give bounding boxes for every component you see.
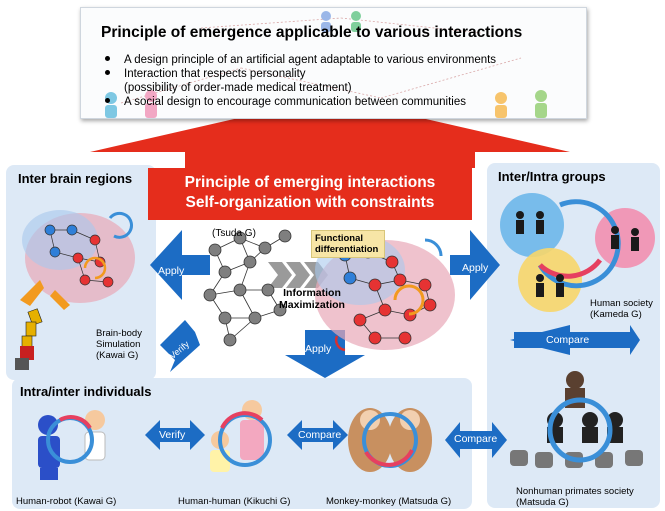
brain-caption-line: Simulation — [96, 339, 141, 350]
bullet-dot — [105, 56, 110, 61]
principle-box: Principle of emerging interactions Self-… — [148, 168, 472, 220]
groups-caption: Human society (Kameda G) — [590, 298, 653, 320]
red-up-arrow — [90, 97, 570, 168]
apply-arrow-right — [450, 230, 500, 300]
bullet-text: A social design to encourage communicati… — [124, 96, 466, 108]
human-robot-caption: Human-robot (Kawai G) — [16, 496, 117, 507]
bullet-text: A design principle of an artificial agen… — [124, 54, 497, 66]
panel-title-individuals: Intra/inter individuals — [20, 384, 152, 399]
compare-horizontal-label: Compare — [298, 429, 342, 441]
nonhuman-caption-line: Nonhuman primates society — [516, 486, 634, 497]
apply-right-label: Apply — [462, 262, 489, 274]
tsuda-label: (Tsuda G) — [212, 228, 256, 239]
functional-text: Functional differentiation — [315, 233, 379, 255]
compare-bottom-label: Compare — [454, 433, 498, 445]
human-human-caption: Human-human (Kikuchi G) — [178, 496, 291, 507]
info-text: Information Maximization — [279, 287, 345, 311]
panel-title-brain: Inter brain regions — [18, 171, 133, 186]
groups-caption-line: Human society — [590, 298, 653, 309]
panel-title-groups: Inter/Intra groups — [498, 169, 606, 184]
compare-arrow-bottom — [445, 422, 507, 458]
apply-down-label: Apply — [305, 343, 332, 355]
bullet-2-continuation: (possibility of order-made medical treat… — [124, 82, 352, 94]
apply-arrow-left — [150, 230, 210, 300]
principle-line-1: Principle of emerging interactions — [184, 174, 436, 191]
verify-arrow-horizontal — [145, 420, 205, 450]
nonhuman-caption-line: (Matsuda G) — [516, 497, 569, 508]
compare-bar — [514, 332, 630, 348]
functional-differentiation-label: Functional differentiation — [311, 230, 385, 258]
verify-horizontal-label: Verify — [159, 429, 186, 441]
top-title: Principle of emergence applicable to var… — [101, 24, 523, 41]
information-maximization-label: Information Maximization — [272, 287, 352, 311]
bullet-text: Interaction that respects personality — [124, 68, 306, 80]
monkey-caption: Monkey-monkey (Matsuda G) — [326, 496, 452, 507]
compare-vertical-label: Compare — [546, 334, 590, 346]
brain-caption-line: Brain-body — [96, 328, 142, 339]
bullet-3: A social design to encourage communicati… — [105, 96, 466, 109]
bullet-dot — [105, 70, 110, 75]
people-network-illustration — [105, 11, 547, 118]
compare-arrow-horizontal — [287, 420, 348, 450]
brain-caption-line: (Kawai G) — [96, 350, 139, 361]
principle-line-2: Self-organization with constraints — [185, 194, 435, 211]
top-summary-box: Principle of emergence applicable to var… — [80, 7, 587, 119]
groups-caption-line: (Kameda G) — [590, 309, 642, 320]
nonhuman-caption: Nonhuman primates society (Matsuda G) — [516, 486, 634, 508]
brain-caption: Brain-body Simulation (Kawai G) — [96, 328, 142, 361]
bullet-1: A design principle of an artificial agen… — [105, 54, 496, 67]
apply-left-label: Apply — [158, 265, 185, 277]
verify-arrow-diagonal — [160, 320, 200, 372]
bullet-2: Interaction that respects personality — [105, 68, 306, 81]
bullet-dot — [105, 98, 110, 103]
apply-arrow-down — [285, 330, 365, 378]
